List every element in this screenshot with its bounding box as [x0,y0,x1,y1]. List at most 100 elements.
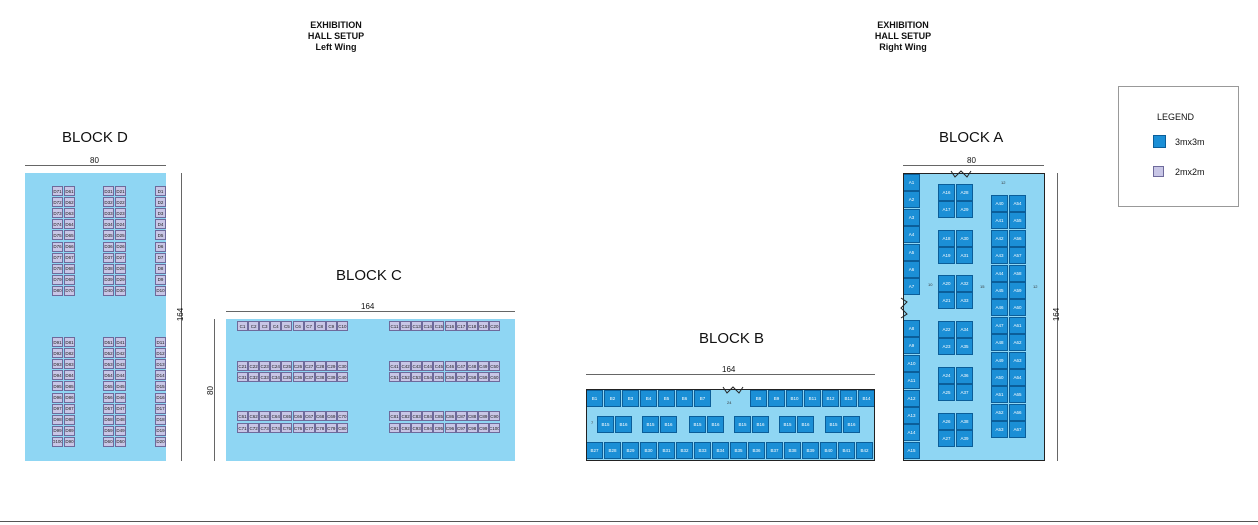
booth[interactable]: D99 [52,425,63,436]
booth[interactable]: B28 [604,442,621,459]
booth[interactable]: A44 [991,264,1008,282]
booth[interactable]: C19 [477,321,489,331]
booth[interactable]: D66 [64,241,75,252]
booth[interactable]: A61 [1009,316,1026,334]
booth[interactable]: C47 [455,361,467,371]
booth[interactable]: B14 [858,390,875,407]
booth[interactable]: C43 [411,361,423,371]
booth[interactable]: A42 [991,229,1008,247]
booth[interactable]: B16 [843,416,860,433]
booth[interactable]: A63 [1009,351,1026,369]
booth[interactable]: A3 [903,208,920,226]
booth[interactable]: C8 [314,321,326,331]
booth[interactable]: C76 [292,423,304,433]
booth[interactable]: A49 [991,351,1008,369]
booth[interactable]: D69 [64,274,75,285]
booth[interactable]: A17 [938,201,955,218]
booth[interactable]: D13 [155,359,166,370]
booth[interactable]: C83 [411,411,423,421]
booth[interactable]: A67 [1009,421,1026,439]
booth[interactable]: B7 [694,390,711,407]
booth[interactable]: D41 [115,337,126,347]
booth[interactable]: C85 [433,411,445,421]
booth[interactable]: D37 [103,252,114,263]
booth[interactable]: A15 [903,441,920,459]
booth[interactable]: A57 [1009,247,1026,265]
booth[interactable]: C15 [433,321,445,331]
booth[interactable]: C49 [477,361,489,371]
booth[interactable]: C93 [411,423,423,433]
booth[interactable]: D73 [52,208,63,219]
booth[interactable]: C24 [270,361,282,371]
booth[interactable]: B15 [597,416,614,433]
booth[interactable]: A28 [956,184,973,201]
booth[interactable]: A18 [938,230,955,247]
booth[interactable]: D100 [52,436,63,447]
booth[interactable]: B4 [640,390,657,407]
booth[interactable]: D22 [115,197,126,208]
booth[interactable]: D64 [64,219,75,230]
booth[interactable]: C22 [248,361,260,371]
booth[interactable]: A50 [991,369,1008,386]
booth[interactable]: D91 [52,337,63,347]
booth[interactable]: D14 [155,370,166,381]
booth[interactable]: A54 [1009,195,1026,212]
booth[interactable]: C44 [422,361,434,371]
booth[interactable]: B13 [840,390,857,407]
booth[interactable]: C81 [389,411,400,421]
booth[interactable]: D47 [115,403,126,414]
booth[interactable]: C58 [466,372,478,382]
booth[interactable]: A4 [903,226,920,244]
booth[interactable]: B40 [820,442,837,459]
booth[interactable]: B33 [694,442,711,459]
booth[interactable]: D53 [103,359,114,370]
booth[interactable]: A56 [1009,229,1026,247]
booth[interactable]: B16 [615,416,632,433]
booth[interactable]: C69 [325,411,337,421]
booth[interactable]: D2 [155,197,166,208]
booth[interactable]: D83 [64,359,75,370]
booth[interactable]: C28 [314,361,326,371]
booth[interactable]: C23 [259,361,271,371]
booth[interactable]: A1 [903,174,920,191]
booth[interactable]: D43 [115,359,126,370]
booth[interactable]: D24 [115,219,126,230]
booth[interactable]: B32 [676,442,693,459]
booth[interactable]: D23 [115,208,126,219]
booth[interactable]: A30 [956,230,973,247]
booth[interactable]: C3 [259,321,271,331]
booth[interactable]: D15 [155,381,166,392]
booth[interactable]: D16 [155,392,166,403]
booth[interactable]: C45 [433,361,445,371]
booth[interactable]: A35 [956,338,973,355]
booth[interactable]: A20 [938,275,955,292]
booth[interactable]: A8 [903,320,920,337]
booth[interactable]: D89 [64,425,75,436]
booth[interactable]: D25 [115,230,126,241]
booth[interactable]: D38 [103,263,114,274]
booth[interactable]: B2 [604,390,621,407]
booth[interactable]: C75 [281,423,293,433]
booth[interactable]: D20 [155,436,166,447]
booth[interactable]: D57 [103,403,114,414]
booth[interactable]: D62 [64,197,75,208]
booth[interactable]: C51 [389,372,400,382]
booth[interactable]: C92 [400,423,412,433]
booth[interactable]: D18 [155,414,166,425]
booth[interactable]: D52 [103,348,114,359]
booth[interactable]: D85 [64,381,75,392]
booth[interactable]: A40 [991,195,1008,212]
booth[interactable]: C86 [444,411,456,421]
booth[interactable]: C6 [292,321,304,331]
booth[interactable]: C29 [325,361,337,371]
booth[interactable]: A12 [903,389,920,407]
booth[interactable]: A13 [903,407,920,424]
booth[interactable]: C53 [411,372,423,382]
booth[interactable]: D60 [103,436,114,447]
booth[interactable]: B16 [752,416,769,433]
booth[interactable]: A43 [991,247,1008,265]
booth[interactable]: C55 [433,372,445,382]
booth[interactable]: C65 [281,411,293,421]
booth[interactable]: B16 [660,416,677,433]
booth[interactable]: C99 [477,423,489,433]
